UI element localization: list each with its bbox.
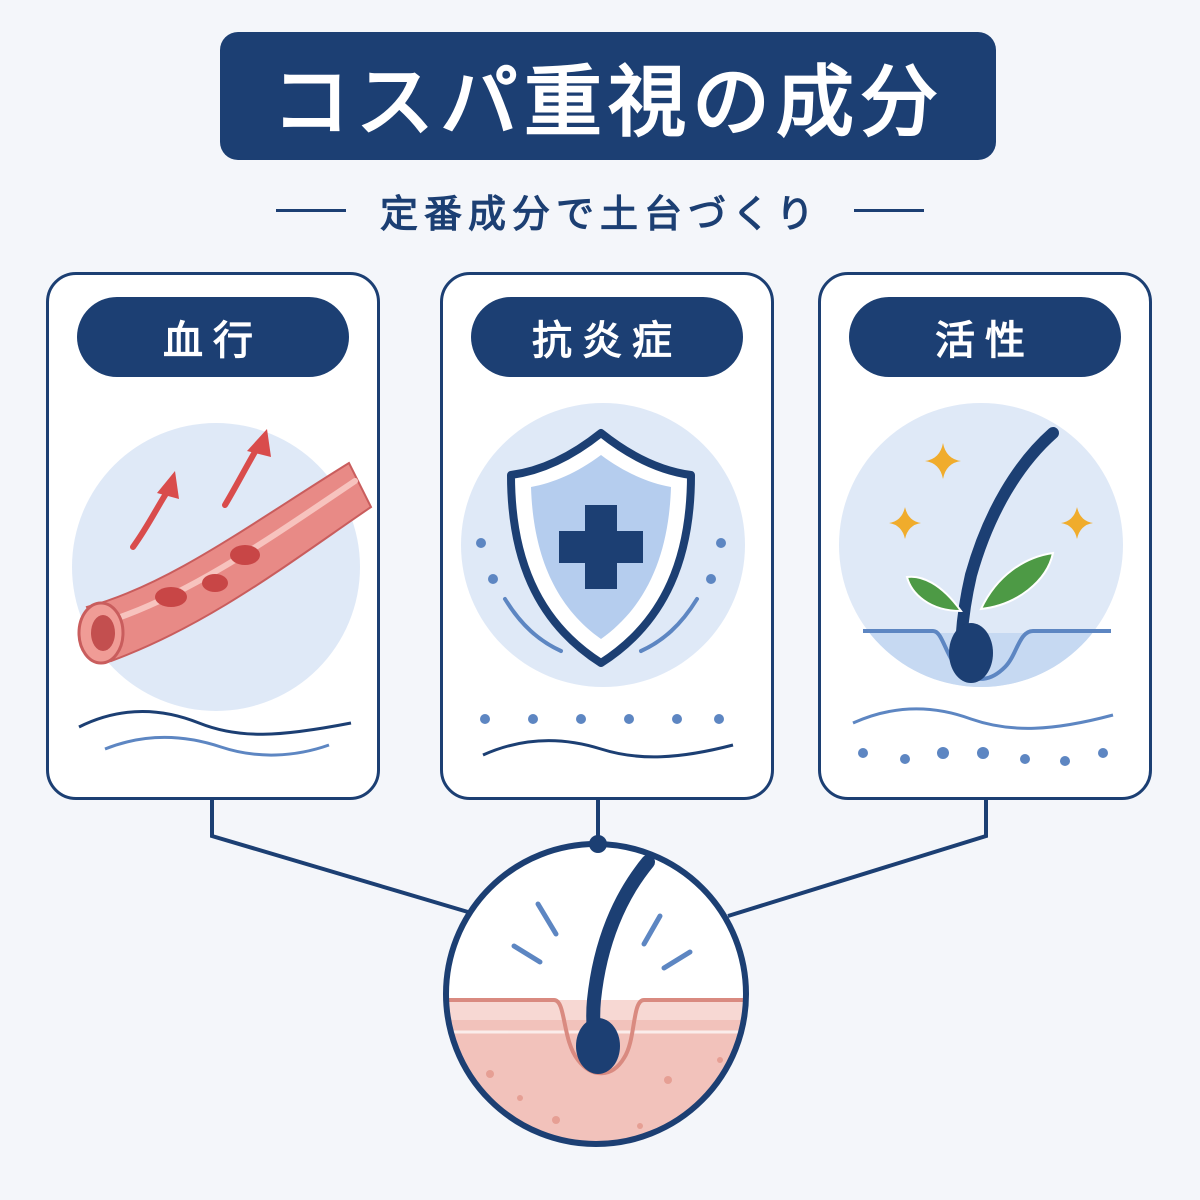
card-label: 血行 [163, 318, 263, 364]
hair-sprout-icon [839, 403, 1123, 766]
connector-left [210, 800, 469, 914]
card-label: 活性 [935, 318, 1035, 364]
subtitle: 定番成分で土台づくり [379, 191, 820, 236]
card-label: 抗炎症 [532, 318, 682, 364]
card-label-pill: 血行 [77, 297, 349, 377]
subtitle-dash-left [275, 208, 346, 212]
card-blood-flow: 血行 [46, 272, 380, 800]
blood-vessel-icon [72, 423, 373, 757]
subtitle-row: 定番成分で土台づくり [0, 180, 1200, 240]
card-anti-inflammation: 抗炎症 [440, 272, 774, 800]
connector-right [727, 800, 988, 918]
card-activation: 活性 [818, 272, 1152, 800]
shield-cross-icon [461, 403, 745, 759]
subtitle-dash-right [854, 208, 924, 212]
page-title: コスパ重視の成分 [271, 58, 944, 148]
title-banner: コスパ重視の成分 [220, 32, 996, 160]
card-label-pill: 抗炎症 [471, 297, 743, 377]
card-label-pill: 活性 [849, 297, 1121, 377]
